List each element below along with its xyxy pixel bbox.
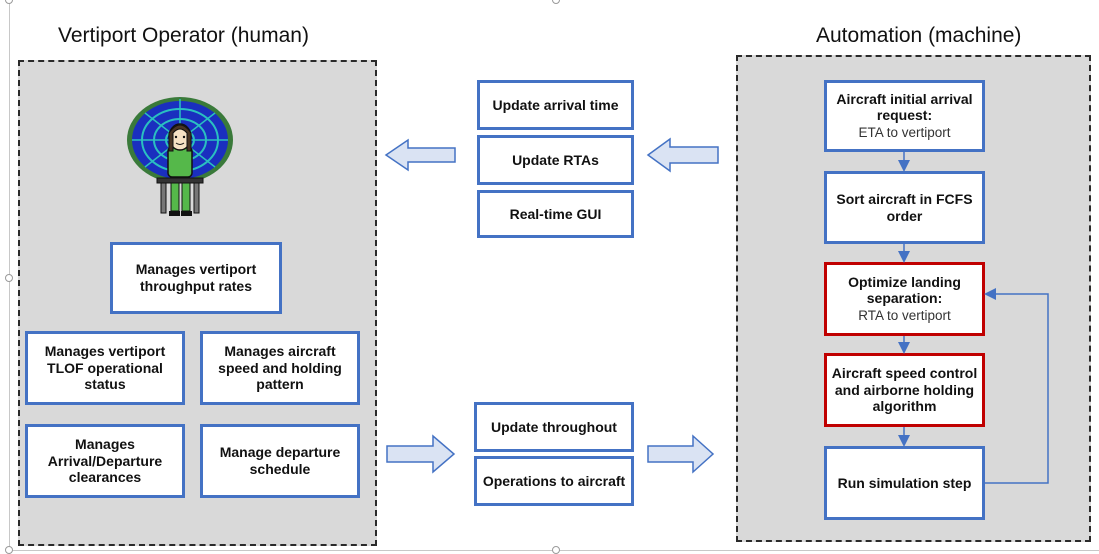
- speed-control-label: Aircraft speed control and airborne hold…: [831, 364, 978, 415]
- simulation-step-label: Run simulation step: [837, 474, 972, 491]
- update-rtas-box: Update RTAs: [477, 135, 634, 185]
- operator-heading: Vertiport Operator (human): [58, 24, 309, 47]
- feedback-loop-arrow: [984, 288, 1049, 484]
- rta-label: RTA to vertiport: [858, 308, 951, 324]
- tlof-status-label: Manages vertiport TLOF operational statu…: [44, 342, 166, 393]
- departure-schedule-box: Manage departure schedule: [200, 424, 360, 498]
- simulation-step-box: Run simulation step: [824, 446, 985, 520]
- realtime-gui-box: Real-time GUI: [477, 190, 634, 238]
- optimize-separation-box: Optimize landing separation: RTA to vert…: [824, 262, 985, 336]
- departure-schedule-label: Manage departure schedule: [219, 444, 341, 477]
- right-block-arrow-operator: [386, 434, 456, 474]
- arrival-request-box: Aircraft initial arrival request: ETA to…: [824, 80, 985, 152]
- update-rtas-label: Update RTAs: [512, 151, 599, 168]
- left-block-arrow-operator: [384, 138, 456, 172]
- realtime-gui-label: Real-time GUI: [509, 205, 602, 222]
- clearances-box: Manages Arrival/Departure clearances: [25, 424, 185, 498]
- clearances-label: Manages Arrival/Departure clearances: [47, 435, 163, 486]
- sort-fcfs-box: Sort aircraft in FCFS order: [824, 171, 985, 244]
- operations-to-aircraft-box: Operations to aircraft: [474, 456, 634, 506]
- tlof-status-box: Manages vertiport TLOF operational statu…: [25, 331, 185, 405]
- update-arrival-time-label: Update arrival time: [492, 96, 619, 113]
- speed-control-box: Aircraft speed control and airborne hold…: [824, 353, 985, 427]
- automation-heading: Automation (machine): [816, 24, 1022, 47]
- speed-holding-box: Manages aircraft speed and holding patte…: [200, 331, 360, 405]
- throughput-rates-box: Manages vertiport throughput rates: [110, 242, 282, 314]
- update-throughout-box: Update throughout: [474, 402, 634, 452]
- eta-label: ETA to vertiport: [858, 125, 951, 141]
- throughput-rates-label: Manages vertiport throughput rates: [135, 261, 257, 294]
- right-block-arrow-automation: [647, 434, 715, 474]
- air-traffic-controller-icon: [127, 97, 233, 216]
- update-arrival-time-box: Update arrival time: [477, 80, 634, 130]
- arrival-request-label: Aircraft initial arrival request:: [836, 90, 973, 124]
- operations-to-aircraft-label: Operations to aircraft: [482, 472, 626, 489]
- speed-holding-label: Manages aircraft speed and holding patte…: [218, 342, 342, 393]
- update-throughout-label: Update throughout: [491, 418, 617, 435]
- optimize-separation-label: Optimize landing separation:: [848, 273, 961, 307]
- left-block-arrow-automation: [646, 137, 719, 173]
- resize-handle-left[interactable]: [5, 274, 13, 282]
- sort-fcfs-label: Sort aircraft in FCFS order: [836, 190, 973, 224]
